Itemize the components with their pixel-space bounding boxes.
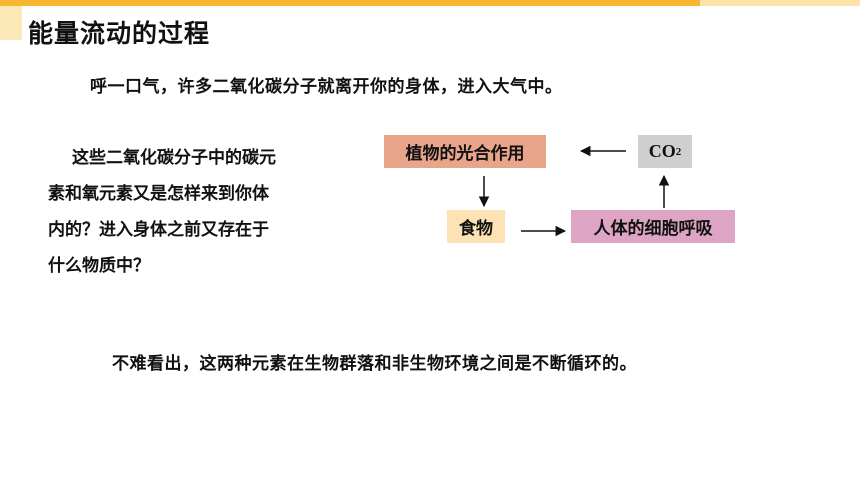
question-line: 什么物质中？ bbox=[48, 256, 150, 276]
food-box: 食物 bbox=[447, 210, 505, 243]
question-line: 素和氧元素又是怎样来到你体 bbox=[48, 184, 269, 204]
cell-respiration-box: 人体的细胞呼吸 bbox=[571, 210, 735, 243]
photosynthesis-box: 植物的光合作用 bbox=[384, 135, 546, 168]
slide-title: 能量流动的过程 bbox=[28, 19, 211, 48]
top-accent-bar-light bbox=[700, 0, 860, 6]
co2-formula: CO bbox=[648, 141, 676, 161]
question-paragraph: 这些二氧化碳分子中的碳元 素和氧元素又是怎样来到你体 内的？进入身体之前又存在于… bbox=[48, 140, 348, 284]
co2-subscript: 2 bbox=[675, 145, 682, 158]
question-line: 这些二氧化碳分子中的碳元 bbox=[72, 148, 276, 168]
intro-text: 呼一口气，许多二氧化碳分子就离开你的身体，进入大气中。 bbox=[90, 77, 563, 97]
conclusion-text: 不难看出，这两种元素在生物群落和非生物环境之间是不断循环的。 bbox=[112, 354, 637, 374]
title-accent-block bbox=[0, 6, 22, 40]
question-line: 内的？进入身体之前又存在于 bbox=[48, 220, 269, 240]
top-accent-bar bbox=[0, 0, 700, 6]
